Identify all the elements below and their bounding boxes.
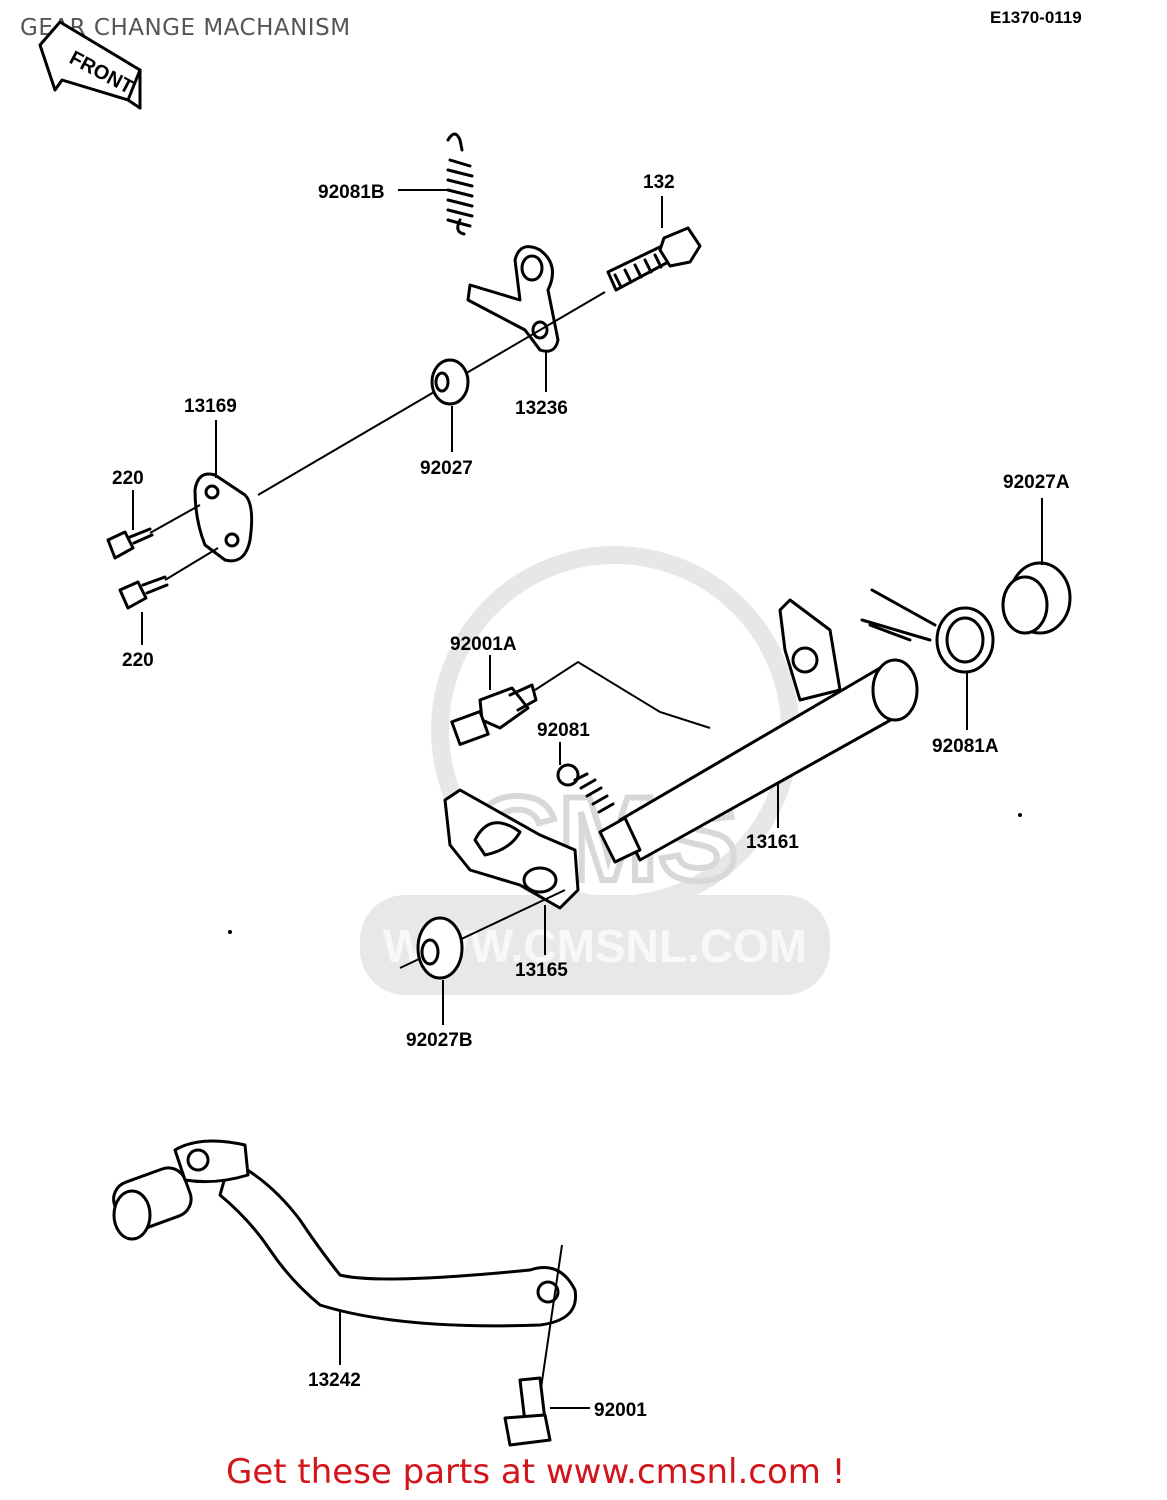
part-label-132: 132 <box>643 172 675 193</box>
washer-92027 <box>430 358 470 406</box>
cmsnl-parts-link[interactable]: Get these parts at www.cmsnl.com ! <box>226 1452 846 1492</box>
pedal-13242 <box>112 1139 578 1328</box>
part-label-13161: 13161 <box>746 832 799 853</box>
part-label-220-top: 220 <box>112 468 144 489</box>
bolt-92001 <box>503 1376 552 1447</box>
front-arrow-icon: FRONT <box>38 20 142 110</box>
part-label-13236: 13236 <box>515 398 568 419</box>
part-label-92027a: 92027A <box>1003 472 1070 493</box>
part-label-92027: 92027 <box>420 458 473 479</box>
collar-92027a <box>1001 561 1072 635</box>
part-label-92081b: 92081B <box>318 182 385 203</box>
part-label-92001a: 92001A <box>450 634 517 655</box>
part-label-220-bottom: 220 <box>122 650 154 671</box>
bolt-92001a <box>450 683 538 746</box>
part-label-13165: 13165 <box>515 960 568 981</box>
bolt-132 <box>606 226 702 292</box>
torsion-spring-92081a <box>860 588 995 674</box>
diagram-code: E1370-0119 <box>990 8 1082 27</box>
part-label-13242: 13242 <box>308 1370 361 1391</box>
shaft-13161 <box>598 598 919 864</box>
plate-13236 <box>466 245 560 353</box>
spring-92081b <box>446 132 474 236</box>
washer-92027b <box>416 916 464 980</box>
screw-220-bottom <box>118 575 169 610</box>
plate-13169 <box>193 472 254 563</box>
part-label-92027b: 92027B <box>406 1030 473 1051</box>
spring-92081 <box>556 763 615 814</box>
part-label-92001: 92001 <box>594 1400 647 1421</box>
part-label-92081a: 92081A <box>932 736 999 757</box>
plate-13165 <box>443 788 580 910</box>
screw-220-top <box>106 527 154 560</box>
part-label-92081: 92081 <box>537 720 590 741</box>
part-label-13169: 13169 <box>184 396 237 417</box>
